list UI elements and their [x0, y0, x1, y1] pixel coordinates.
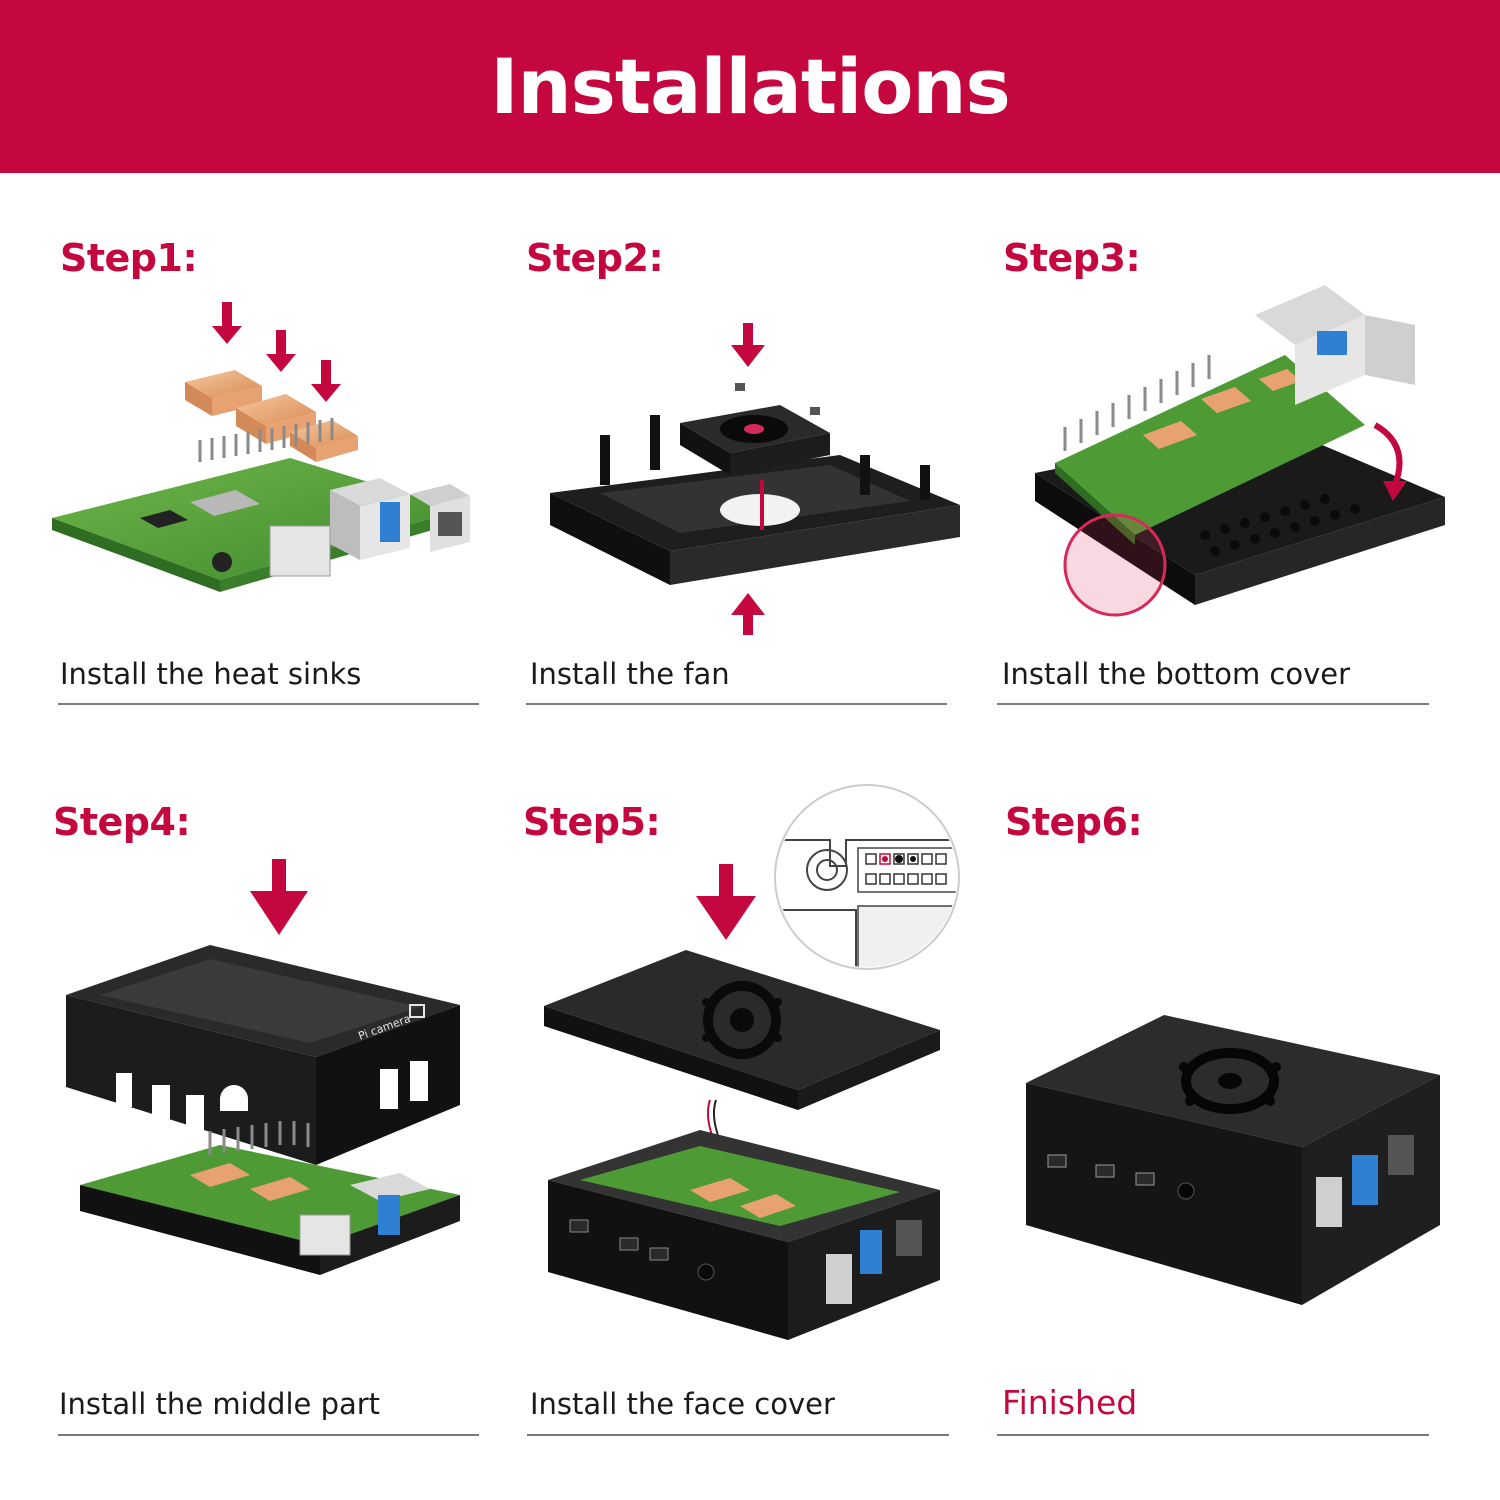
case-base — [548, 1130, 940, 1340]
down-arrow-icon — [731, 323, 765, 367]
step2-title: Step2: — [526, 236, 664, 280]
usb-port-icon — [350, 1173, 430, 1201]
step2-caption: Install the fan — [530, 657, 730, 691]
step2-illustration — [550, 323, 960, 635]
step6-divider — [997, 1434, 1429, 1436]
step1-divider — [58, 703, 479, 705]
down-arrow-icon — [696, 864, 756, 940]
header-banner: Installations — [0, 0, 1500, 173]
hdmi-port-icon — [1135, 1172, 1155, 1186]
step4-illustration: Pi camera — [66, 859, 460, 1275]
ethernet-port-icon — [896, 1220, 922, 1256]
step5-illustration — [544, 784, 960, 1340]
network-icon — [409, 1004, 425, 1018]
fan-vent-icon — [1179, 1048, 1281, 1114]
step3-divider — [997, 703, 1429, 705]
audio-jack-icon — [1177, 1182, 1195, 1200]
gpio-zoom-detail — [774, 784, 960, 970]
case-middle-frame: Pi camera — [66, 945, 460, 1165]
rotate-arrow-icon — [1373, 422, 1403, 487]
heat-sink-icon — [1143, 421, 1197, 449]
step1-illustration — [52, 302, 470, 592]
heat-sink-icon — [740, 1194, 796, 1218]
down-arrow-icon — [212, 302, 341, 402]
step6-title: Step6: — [1005, 800, 1143, 844]
step3-title: Step3: — [1003, 236, 1141, 280]
case-top-cover — [544, 950, 940, 1110]
ethernet-port-icon — [1388, 1135, 1414, 1175]
step4-caption: Install the middle part — [59, 1387, 381, 1421]
step1-caption: Install the heat sinks — [60, 657, 362, 691]
raspberry-pi-board — [80, 1121, 460, 1275]
usb-port-icon — [1255, 285, 1415, 405]
ethernet-port-icon — [410, 484, 470, 552]
up-arrow-icon — [731, 593, 765, 635]
usb-port-icon — [1352, 1155, 1378, 1205]
step4-title: Step4: — [53, 800, 191, 844]
heat-sink-icon — [190, 1163, 250, 1187]
down-arrow-icon — [250, 859, 308, 935]
heat-sink-icon — [1259, 369, 1301, 391]
hdmi-port-icon — [1095, 1164, 1115, 1178]
fan-icon — [680, 405, 830, 475]
step6-illustration — [1026, 1015, 1440, 1305]
usb-c-port-icon — [1047, 1154, 1067, 1168]
heat-sink-icon — [1201, 387, 1251, 413]
usb-port-icon — [1316, 1177, 1342, 1227]
heat-sink-icon — [185, 370, 262, 416]
heat-sink-icon — [690, 1178, 750, 1202]
step3-illustration — [1035, 285, 1445, 617]
assembled-case — [1026, 1015, 1440, 1305]
heat-sink-icon — [250, 1177, 310, 1201]
step3-caption: Install the bottom cover — [1002, 657, 1351, 691]
step5-divider — [527, 1434, 949, 1436]
page-title: Installations — [490, 42, 1011, 131]
fan-vent-icon — [702, 981, 782, 1059]
step4-divider — [58, 1434, 479, 1436]
usb-port-icon — [860, 1230, 882, 1274]
step2-divider — [526, 703, 947, 705]
raspberry-pi-board — [1055, 355, 1365, 535]
step5-title: Step5: — [523, 800, 661, 844]
usb-port-icon — [330, 478, 410, 560]
step5-caption: Install the face cover — [530, 1387, 835, 1421]
step6-caption: Finished — [1002, 1383, 1138, 1422]
step1-title: Step1: — [60, 236, 198, 280]
highlight-circle — [1063, 513, 1167, 617]
